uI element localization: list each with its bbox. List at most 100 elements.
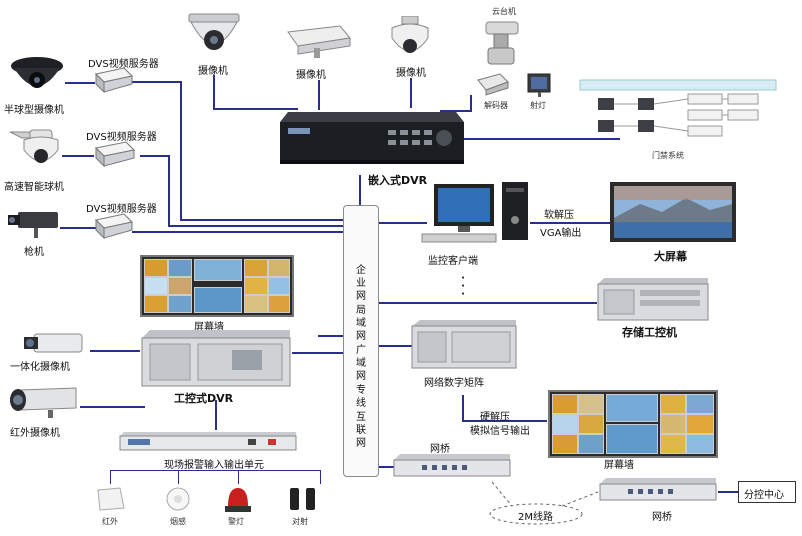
branch-center-box: 分控中心 bbox=[738, 481, 796, 503]
bridge-1-label: 网桥 bbox=[430, 444, 450, 455]
wall-tile bbox=[194, 287, 242, 313]
speed-dome-icon bbox=[384, 16, 436, 64]
speed-dome-camera-label: 高速智能球机 bbox=[4, 182, 64, 193]
wire bbox=[377, 222, 427, 224]
infrared-sensor-icon bbox=[94, 486, 126, 512]
wall-tile bbox=[660, 434, 686, 454]
wall-tile bbox=[168, 295, 192, 313]
dome-camera-icon bbox=[183, 12, 245, 62]
integrated-camera-label: 一体化摄像机 bbox=[10, 362, 70, 373]
dvs-server-2-icon bbox=[94, 140, 138, 168]
wire bbox=[110, 470, 320, 471]
wire bbox=[318, 335, 343, 337]
wall-tile bbox=[606, 424, 658, 454]
wall-tile bbox=[144, 295, 168, 313]
access-control-label: 门禁系统 bbox=[652, 151, 684, 160]
access-control-diagram bbox=[578, 78, 778, 148]
2m-link-cloud bbox=[472, 476, 602, 526]
speed-dome-camera-icon bbox=[8, 126, 62, 172]
hemisphere-camera-label: 半球型摄像机 bbox=[4, 105, 64, 116]
monitoring-client-pc-icon bbox=[418, 180, 530, 246]
wall-tile bbox=[552, 414, 578, 434]
hemisphere-camera-icon bbox=[8, 54, 66, 100]
wire bbox=[80, 406, 145, 408]
screen-wall-bottom-label: 屏幕墙 bbox=[604, 460, 634, 471]
wire bbox=[320, 470, 321, 484]
decoder-label: 解码器 bbox=[484, 101, 508, 110]
wall-tile bbox=[578, 394, 604, 414]
wall-tile bbox=[660, 414, 686, 434]
industrial-dvr-label: 工控式DVR bbox=[174, 392, 234, 405]
camera-2-label: 摄像机 bbox=[296, 70, 326, 81]
bridge-2-label: 网桥 bbox=[652, 512, 672, 523]
wall-tile bbox=[244, 295, 268, 313]
wire bbox=[530, 222, 610, 224]
wire bbox=[460, 138, 620, 140]
bridge-2-icon bbox=[598, 476, 718, 504]
spotlight-label: 射灯 bbox=[530, 101, 546, 110]
wall-tile bbox=[552, 434, 578, 454]
integrated-camera-icon bbox=[22, 330, 88, 358]
wall-tile bbox=[268, 277, 290, 295]
wire bbox=[470, 95, 472, 110]
bridge-1-icon bbox=[392, 452, 512, 480]
wire bbox=[377, 466, 407, 468]
wire bbox=[213, 75, 215, 110]
spotlight-icon bbox=[526, 70, 554, 98]
wall-tile bbox=[578, 434, 604, 454]
wire bbox=[292, 352, 343, 354]
alarm-light-label: 警灯 bbox=[228, 517, 244, 526]
storage-pc-icon bbox=[596, 276, 710, 322]
camera-3-label: 摄像机 bbox=[396, 68, 426, 79]
wire bbox=[462, 420, 547, 422]
wire bbox=[377, 345, 412, 347]
wire bbox=[178, 470, 179, 484]
backbone-label-4: 专线 bbox=[356, 385, 366, 409]
alarm-io-unit-label: 现场报警输入输出单元 bbox=[164, 460, 264, 471]
gun-camera-label: 枪机 bbox=[24, 247, 44, 258]
soft-decode-label: 软解压 bbox=[544, 210, 574, 221]
wire bbox=[140, 155, 170, 157]
screen-wall-top-label: 屏幕墙 bbox=[194, 322, 224, 333]
big-screen-label: 大屏幕 bbox=[654, 250, 687, 263]
2m-link-label: 2M线路 bbox=[518, 512, 553, 523]
dvs-3-label: DVS视频服务器 bbox=[86, 204, 157, 215]
storage-pc-label: 存储工控机 bbox=[622, 326, 677, 339]
wire bbox=[359, 175, 361, 205]
network-matrix-icon bbox=[410, 318, 518, 372]
wall-tile bbox=[268, 295, 290, 313]
infrared-camera-label: 红外摄像机 bbox=[10, 428, 60, 439]
beam-detector-icon bbox=[286, 484, 320, 514]
wall-tile bbox=[552, 394, 578, 414]
wall-tile bbox=[144, 277, 168, 295]
wire bbox=[62, 155, 94, 157]
wire bbox=[462, 395, 464, 421]
backbone-label-1: 企业网 bbox=[356, 265, 366, 302]
wire bbox=[168, 155, 170, 227]
box-camera-icon bbox=[284, 22, 352, 58]
embedded-dvr-icon bbox=[278, 108, 464, 170]
backbone-label-3: 广域网 bbox=[356, 345, 366, 382]
network-backbone: 企业网 局域网 广域网 专线 互联网 bbox=[343, 205, 379, 477]
backbone-label-2: 局域网 bbox=[356, 305, 366, 342]
screen-wall-top bbox=[140, 255, 294, 317]
ptz-camera-icon bbox=[478, 16, 526, 68]
wire bbox=[718, 491, 740, 493]
smoke-detector-label: 烟感 bbox=[170, 517, 186, 526]
camera-1-label: 摄像机 bbox=[198, 66, 228, 77]
wire bbox=[65, 82, 95, 84]
wire bbox=[180, 219, 343, 221]
screen-wall-bottom bbox=[548, 390, 718, 458]
wire bbox=[168, 225, 343, 227]
wall-tile bbox=[606, 394, 658, 422]
wall-tile bbox=[168, 259, 192, 277]
wall-tile bbox=[244, 259, 268, 277]
ptz-label: 云台机 bbox=[492, 7, 516, 16]
wire bbox=[215, 400, 217, 430]
wire bbox=[238, 470, 239, 484]
monitoring-client-label: 监控客户端 bbox=[428, 256, 478, 267]
industrial-dvr-icon bbox=[140, 328, 292, 390]
wire bbox=[60, 227, 96, 229]
infrared-sensor-label: 红外 bbox=[102, 517, 118, 526]
